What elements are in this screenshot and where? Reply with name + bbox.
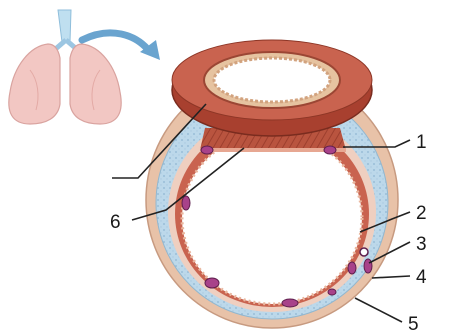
leader-5 [355, 298, 402, 322]
right-lung [70, 44, 121, 124]
label-3: 3 [416, 234, 427, 255]
label-2: 2 [416, 203, 427, 224]
trachea-ring-top [172, 40, 372, 136]
trachea-tube [58, 10, 71, 42]
label-5: 5 [408, 314, 419, 335]
leader-4 [372, 276, 410, 278]
label-6: 6 [110, 212, 121, 233]
lungs-illustration [9, 10, 121, 124]
label-4: 4 [416, 267, 427, 288]
label-1: 1 [416, 132, 427, 153]
gland-duct [360, 248, 368, 256]
left-lung [9, 44, 60, 124]
